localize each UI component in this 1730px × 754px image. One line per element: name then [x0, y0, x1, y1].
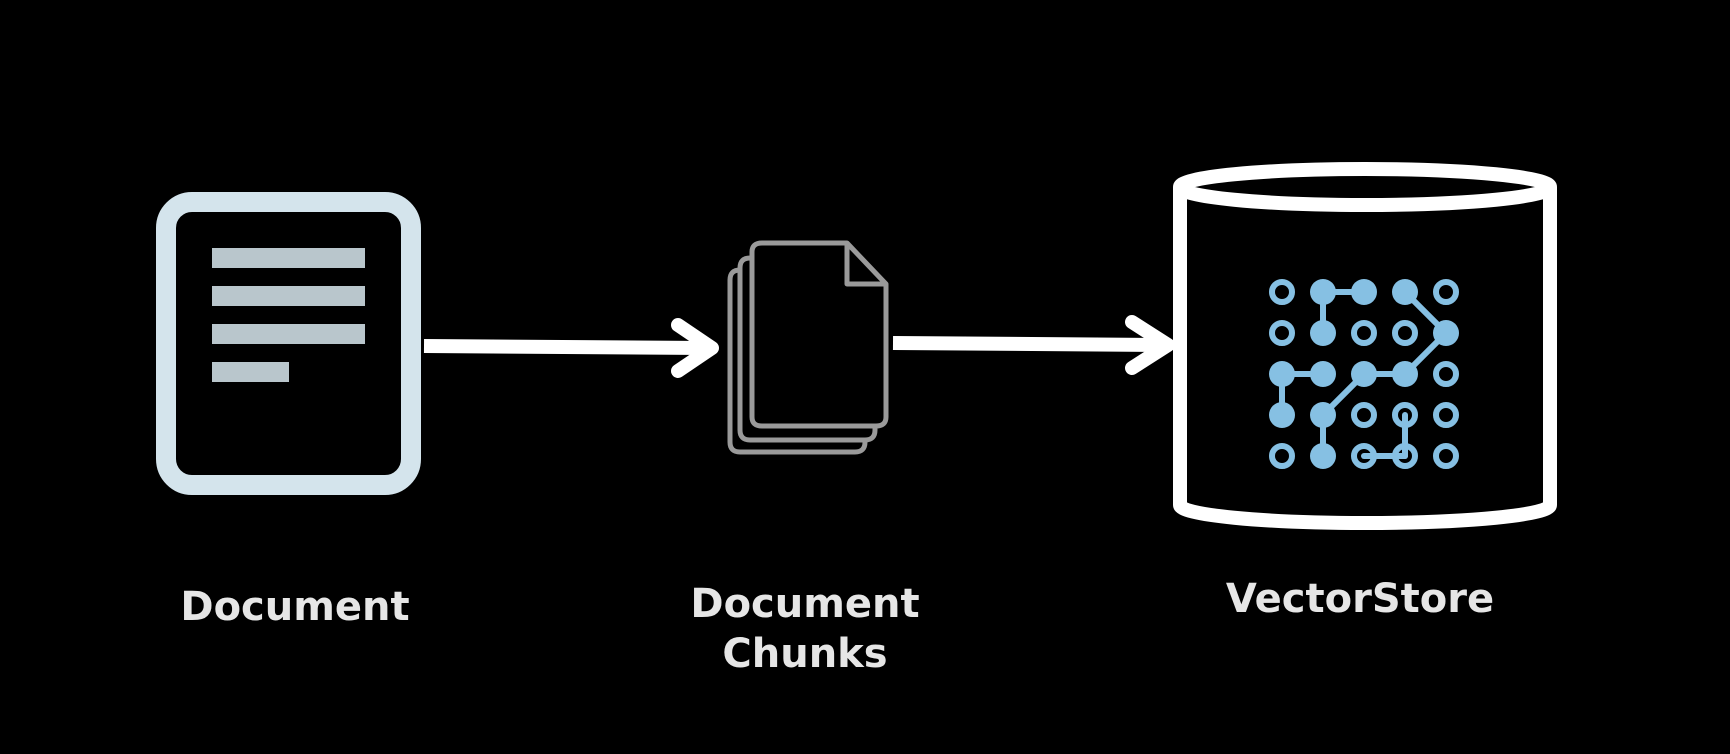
vectorstore-label: VectorStore: [1225, 576, 1495, 622]
document-label: Document: [180, 584, 410, 630]
vector-network-icon: [1269, 279, 1459, 469]
document-chunks-label-line-1: Document: [690, 581, 920, 627]
document-chunks-label: Document Chunks: [670, 579, 940, 679]
document-icon: [156, 192, 421, 495]
document-chunks-label-line-2: Chunks: [722, 631, 888, 677]
arrow-document-to-chunks: [423, 318, 719, 378]
arrow-chunks-to-vectorstore: [892, 315, 1175, 375]
document-stack-icon: [727, 240, 889, 455]
database-cylinder-icon: [1173, 162, 1557, 530]
